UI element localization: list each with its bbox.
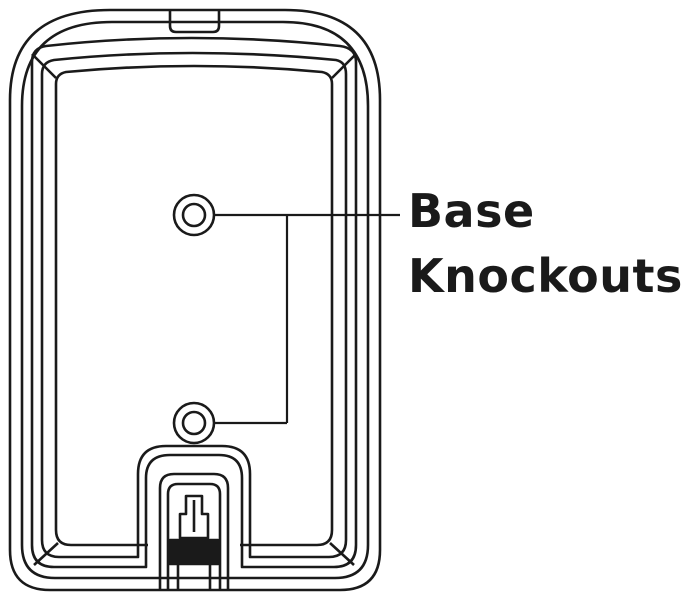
top-tab <box>168 10 221 34</box>
knockout-bottom-outer <box>172 401 216 445</box>
corner-line-top-right <box>331 53 357 79</box>
rim-outer-outline <box>30 36 358 569</box>
housing-inner-outline <box>20 20 370 580</box>
floor-panel-outline <box>54 64 334 547</box>
corner-line-top-left <box>31 53 57 79</box>
housing-outer-outline <box>8 8 382 592</box>
callout-label-base: Base <box>408 184 535 238</box>
floor-panel-outline-left <box>54 84 148 547</box>
latch-stem <box>178 494 210 540</box>
latch-housing-inner <box>166 482 222 590</box>
latch-housing <box>158 472 230 590</box>
knockout-bottom-inner <box>181 410 207 436</box>
corner-line-bottom-right <box>329 542 355 566</box>
latch-block <box>168 538 220 566</box>
knockout-top-outer <box>172 193 216 237</box>
rim-inner-outline <box>40 51 348 559</box>
callout-label-knockouts: Knockouts <box>408 249 683 303</box>
knockout-top-inner <box>181 202 207 228</box>
corner-line-bottom-left <box>33 542 59 566</box>
